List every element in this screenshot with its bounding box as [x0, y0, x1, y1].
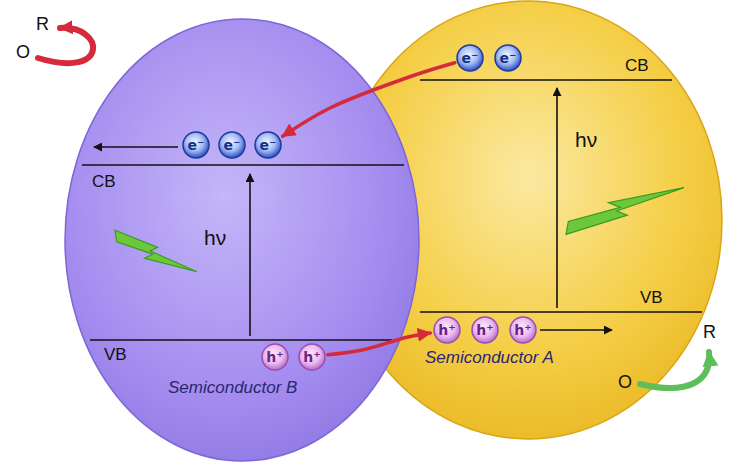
charge-body	[457, 45, 483, 71]
text-slot: CB	[92, 172, 116, 192]
charge-label: e⁻	[260, 137, 277, 153]
charge-body	[255, 132, 281, 158]
particle-body	[334, 1, 722, 439]
species-label: R	[703, 322, 716, 343]
charge-label: h⁺	[266, 349, 283, 365]
band-edge	[82, 164, 404, 166]
hole-circle: h⁺	[509, 316, 537, 344]
text-slot: Semiconductor A	[425, 348, 554, 368]
charge-body	[183, 132, 209, 158]
hole-circle: h⁺	[471, 316, 499, 344]
band-label: VB	[104, 345, 127, 365]
transfer-arrow	[94, 146, 178, 148]
electron-circle: e⁻	[494, 44, 522, 72]
light-bolt	[115, 230, 197, 271]
transfer-arrow	[540, 329, 612, 331]
charge-body	[219, 132, 245, 158]
text-slot: O	[618, 372, 632, 393]
text-slot: hν	[575, 128, 597, 152]
band-edge	[420, 79, 672, 81]
electron-circle: e⁻	[218, 131, 246, 159]
charge-label: e⁻	[188, 137, 205, 153]
charge-label: e⁻	[500, 50, 517, 66]
text-slot: VB	[640, 288, 663, 308]
charge-label: h⁺	[514, 322, 531, 338]
text-slot: CB	[625, 56, 649, 76]
band-label: VB	[640, 288, 663, 308]
band-edge	[90, 339, 392, 341]
transfer-arrow	[556, 88, 558, 308]
species-label: O	[16, 42, 30, 63]
text-slot: R	[36, 14, 49, 35]
species-label: O	[618, 372, 632, 393]
material-label: Semiconductor A	[425, 348, 554, 368]
text-slot: VB	[104, 345, 127, 365]
transfer-arrow	[249, 174, 251, 336]
light-bolt	[566, 188, 684, 235]
species-label: R	[36, 14, 49, 35]
electron-circle: e⁻	[182, 131, 210, 159]
charge-label: h⁺	[476, 322, 493, 338]
charge-body	[299, 344, 325, 370]
band-label: CB	[625, 56, 649, 76]
charge-body	[510, 317, 536, 343]
photon-label: hν	[204, 226, 226, 250]
charge-label: e⁻	[224, 137, 241, 153]
text-slot: hν	[204, 226, 226, 250]
charge-body	[495, 45, 521, 71]
text-slot: O	[16, 42, 30, 63]
material-label: Semiconductor B	[168, 378, 297, 398]
particle-body	[65, 19, 419, 461]
charge-body	[434, 317, 460, 343]
charge-label: e⁻	[462, 50, 479, 66]
text-slot: R	[703, 322, 716, 343]
charge-label: h⁺	[438, 322, 455, 338]
hole-circle: h⁺	[433, 316, 461, 344]
semiconductor-particle: CB hνVB Semiconductor A e⁻ e⁻ h⁺ h⁺ h⁺	[333, 0, 723, 440]
hole-circle: h⁺	[298, 343, 326, 371]
photon-label: hν	[575, 128, 597, 152]
electron-circle: e⁻	[456, 44, 484, 72]
charge-label: h⁺	[303, 349, 320, 365]
hole-circle: h⁺	[261, 343, 289, 371]
electron-circle: e⁻	[254, 131, 282, 159]
charge-body	[262, 344, 288, 370]
semiconductor-particle: CB hνVB Semiconductor B e⁻ e⁻ e⁻ h⁺ h⁺	[64, 18, 420, 462]
band-edge	[420, 311, 702, 313]
band-label: CB	[92, 172, 116, 192]
text-slot: Semiconductor B	[168, 378, 297, 398]
particle-outline	[333, 0, 723, 440]
charge-body	[472, 317, 498, 343]
